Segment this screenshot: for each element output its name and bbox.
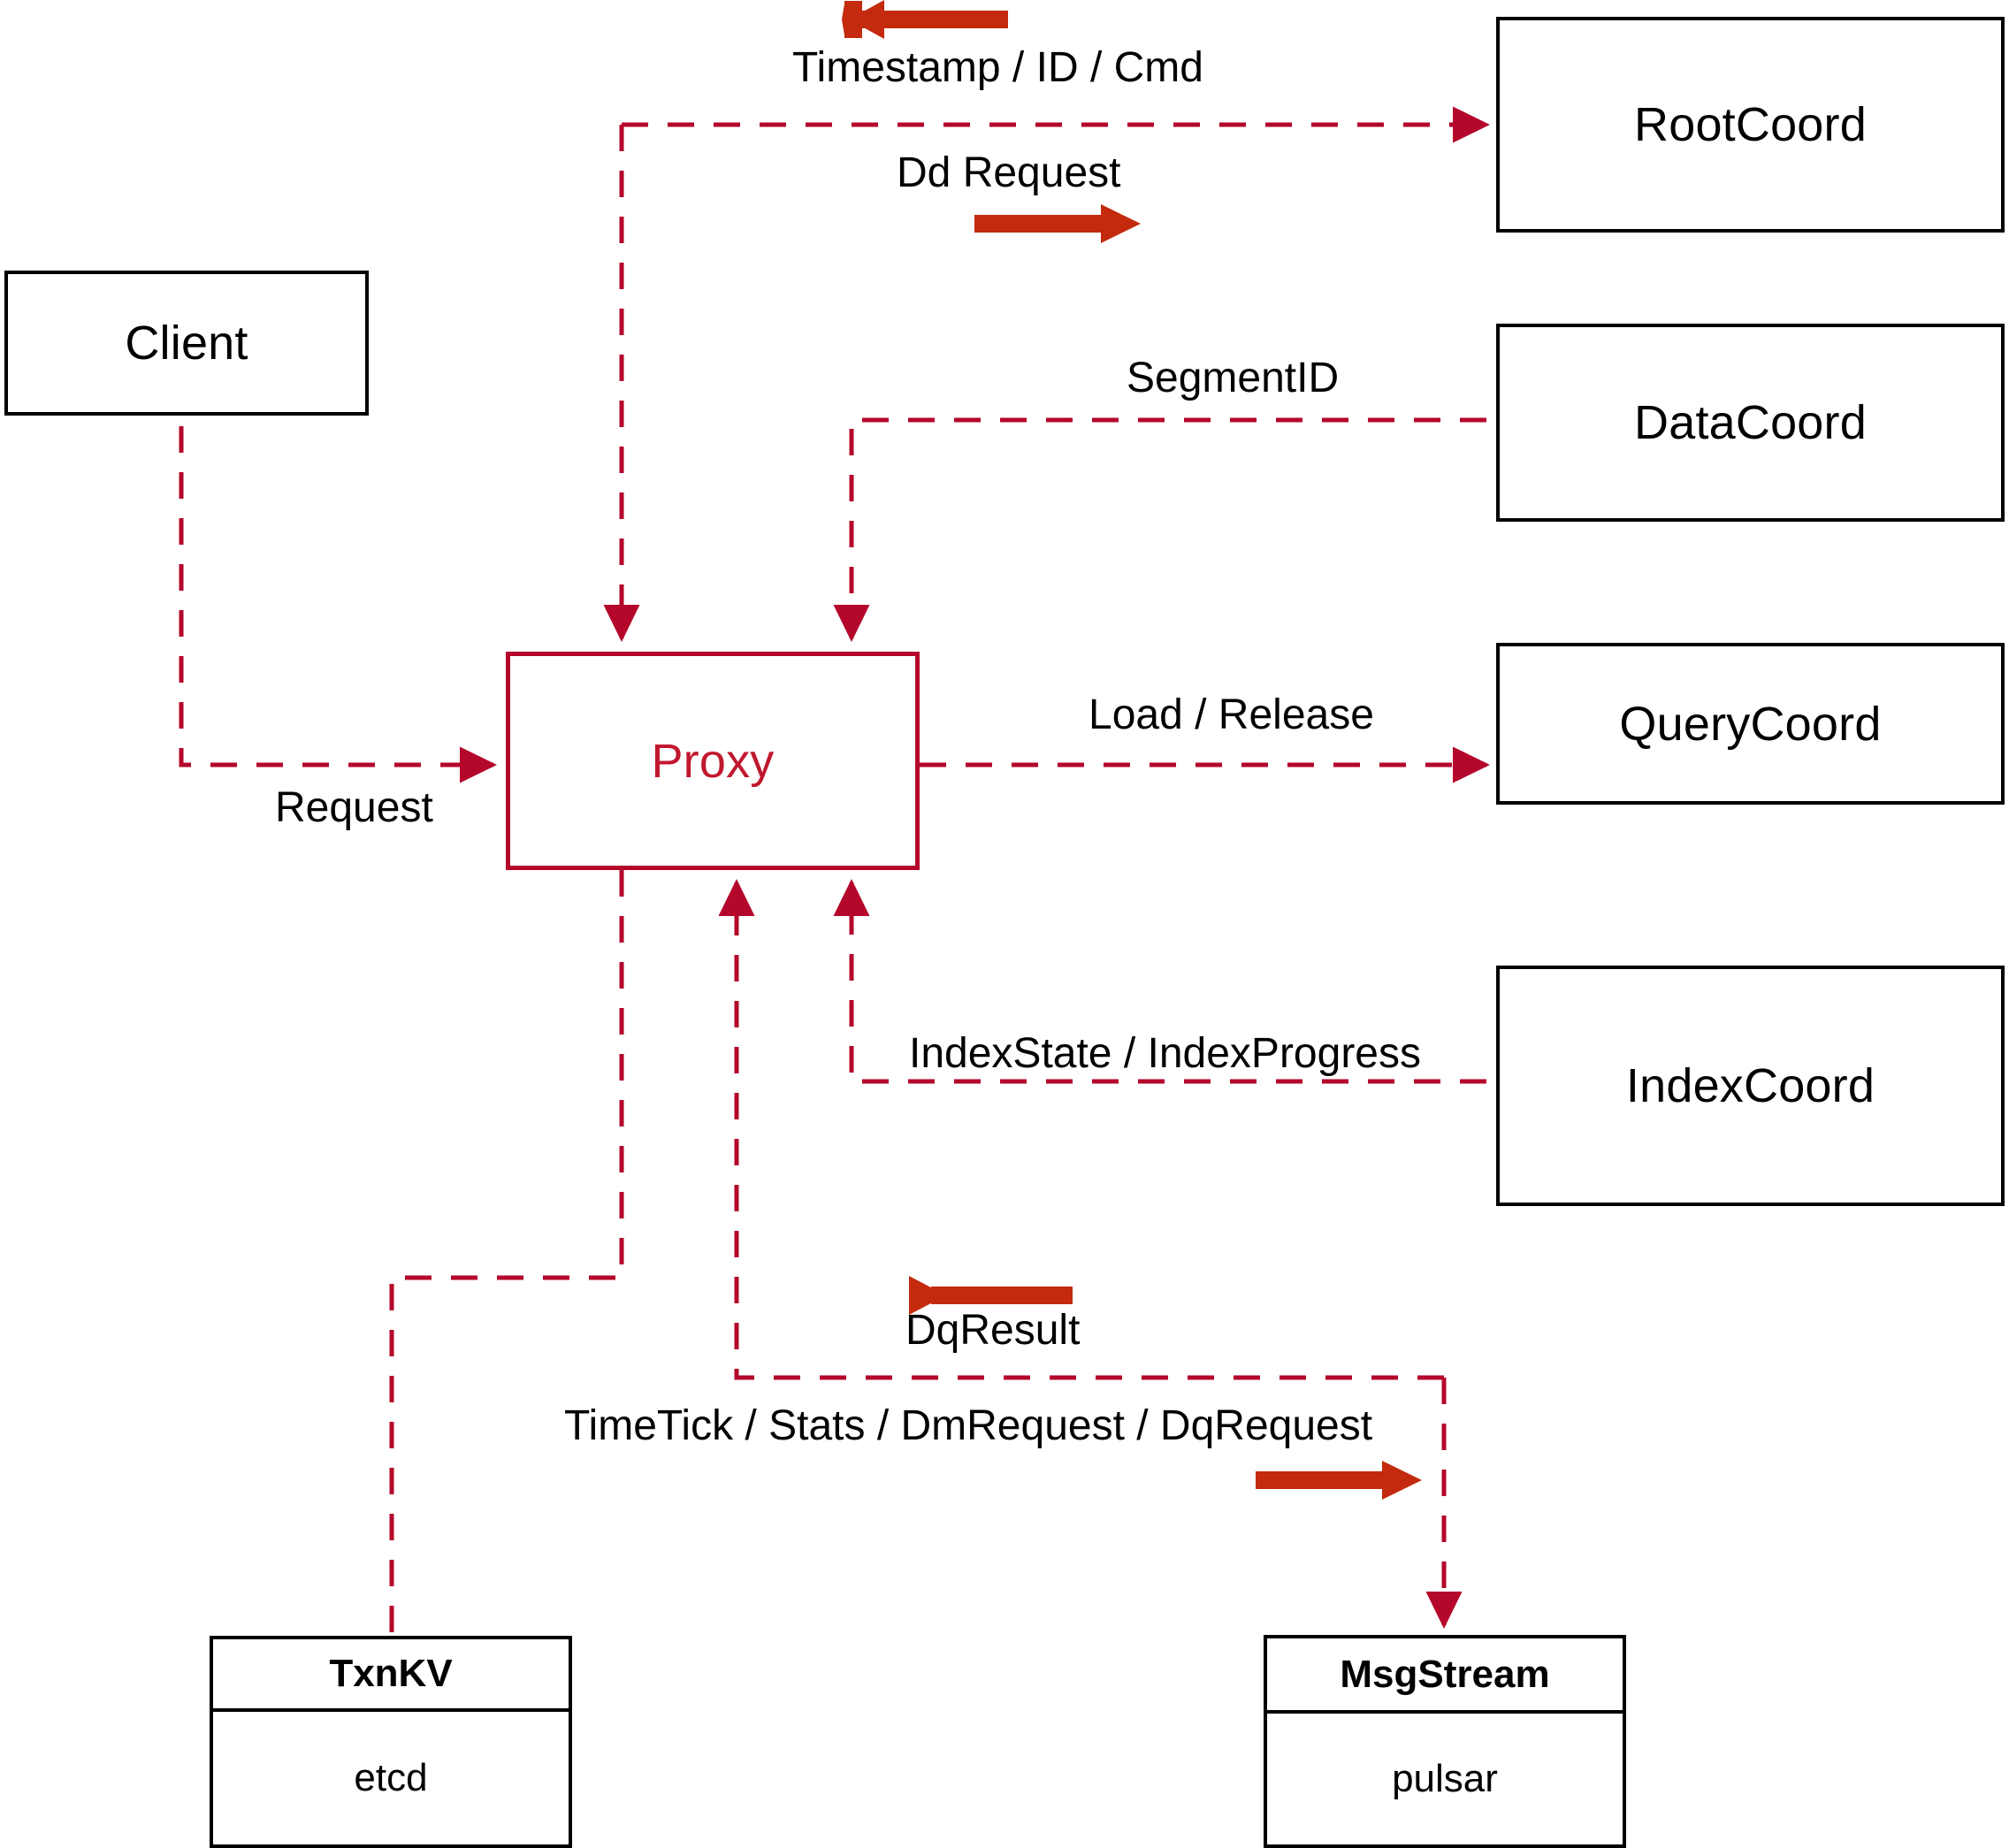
node-indexcoord-label: IndexCoord <box>1625 1059 1875 1112</box>
edge-label-segmentid: SegmentID <box>1127 355 1340 401</box>
edge-label-load-release: Load / Release <box>1089 691 1374 738</box>
node-txnkv[interactable]: TxnKV etcd <box>210 1636 572 1848</box>
timetick-direction-arrow <box>1256 1461 1422 1500</box>
node-client-label: Client <box>125 317 248 370</box>
edge-label-timestamp-id-cmd: Timestamp / ID / Cmd <box>792 44 1203 91</box>
edge-msgstream-proxy-dqresult <box>718 878 1444 1380</box>
edge-label-dq-result: DqResult <box>905 1307 1081 1354</box>
edge-label-dd-request: Dd Request <box>897 149 1121 196</box>
dd-request-direction-arrow <box>974 204 1141 243</box>
node-txnkv-header: TxnKV <box>213 1639 569 1712</box>
edge-label-request: Request <box>275 784 433 831</box>
edge-datacoord-proxy <box>833 417 1486 643</box>
node-msgstream-body: pulsar <box>1392 1757 1498 1800</box>
edge-label-timetick-stats: TimeTick / Stats / DmRequest / DqRequest <box>564 1402 1373 1449</box>
node-indexcoord[interactable]: IndexCoord <box>1496 966 2005 1206</box>
node-client[interactable]: Client <box>4 271 369 416</box>
node-rootcoord[interactable]: RootCoord <box>1496 17 2005 233</box>
dqresult-direction-arrow <box>909 1276 1073 1315</box>
node-querycoord-label: QueryCoord <box>1619 697 1882 751</box>
node-proxy[interactable]: Proxy <box>506 652 920 870</box>
edge-label-index-state: IndexState / IndexProgress <box>909 1030 1421 1077</box>
node-datacoord[interactable]: DataCoord <box>1496 324 2005 522</box>
node-querycoord[interactable]: QueryCoord <box>1496 643 2005 805</box>
edge-client-proxy <box>179 380 498 783</box>
timestamp-direction-arrow <box>842 0 1008 39</box>
node-msgstream[interactable]: MsgStream pulsar <box>1264 1635 1626 1848</box>
node-datacoord-label: DataCoord <box>1634 396 1867 449</box>
edge-proxy-txnkv <box>389 870 624 1636</box>
node-msgstream-header: MsgStream <box>1267 1638 1623 1714</box>
node-rootcoord-label: RootCoord <box>1634 98 1867 151</box>
node-txnkv-body: etcd <box>354 1756 428 1799</box>
node-proxy-label: Proxy <box>651 734 775 788</box>
